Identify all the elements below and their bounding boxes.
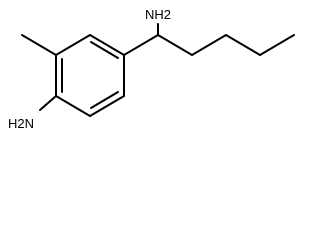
chemical-structure: NH2 H2N <box>8 7 295 131</box>
ring-bond <box>55 34 91 56</box>
amine-label-bottom: H2N <box>8 116 34 131</box>
ring-double-bond <box>90 41 119 59</box>
chain-bond <box>157 34 193 56</box>
ring-bond <box>89 34 125 56</box>
ring-double-bond <box>90 91 119 109</box>
benzene-ring <box>55 34 125 117</box>
methyl-bond <box>21 34 57 56</box>
aryl-amine-bond <box>39 95 57 111</box>
ring-bond <box>89 95 125 117</box>
chain-bond <box>259 34 295 56</box>
chain-bond <box>191 34 227 56</box>
ring-bond <box>55 95 91 117</box>
chain-bond <box>225 34 261 56</box>
amine-label-top: NH2 <box>145 7 171 22</box>
aryl-ch-bond <box>123 34 159 56</box>
